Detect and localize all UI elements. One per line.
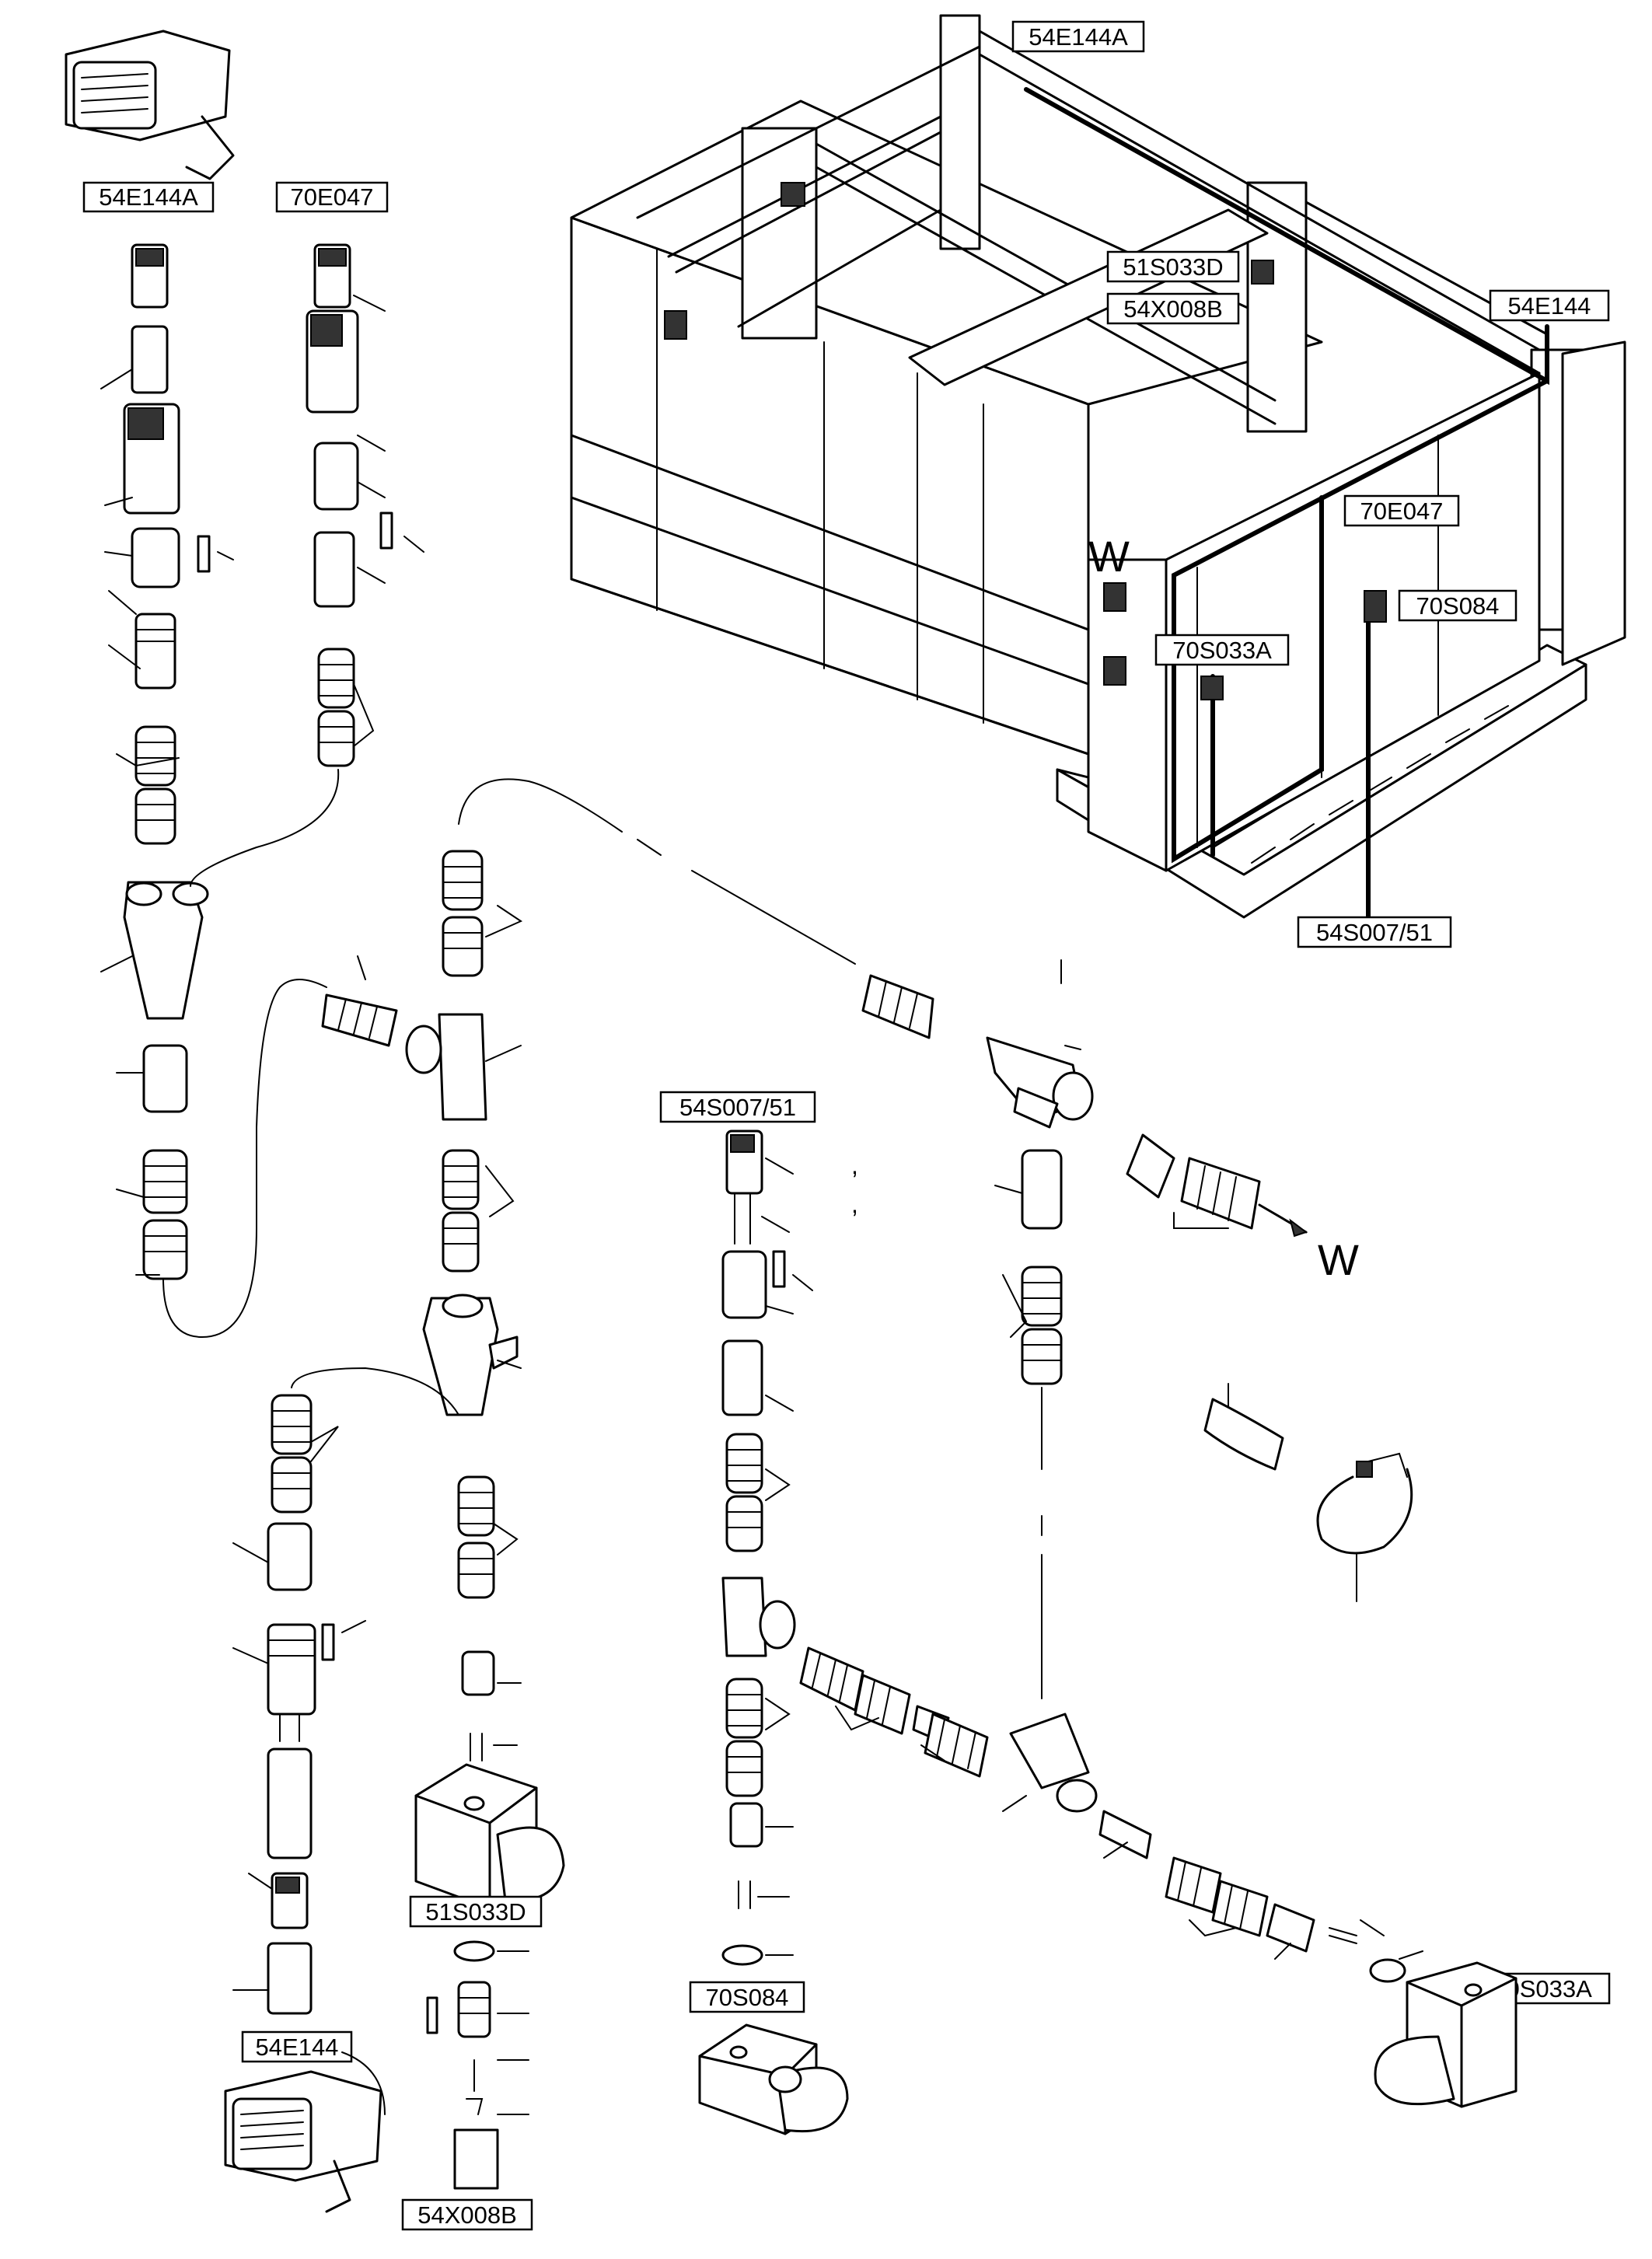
frame-label-54s007: 54S007/51 (1297, 916, 1452, 948)
frame-label-54x008b: 54X008B (1106, 292, 1240, 325)
switch-connector-stack (721, 1130, 796, 1966)
svg-text:54X008B: 54X008B (1123, 295, 1223, 323)
lamp-bottom-icon (224, 2051, 386, 2213)
svg-text:54E144A: 54E144A (1029, 23, 1128, 51)
label-54e144-bottom: 54E144 (241, 2030, 353, 2063)
svg-text:70S084: 70S084 (1416, 592, 1500, 620)
frame-label-70s084: 70S084 (1398, 589, 1518, 622)
w-arrow-marker: W (1318, 1235, 1359, 1284)
frame-w-marker: W (1088, 532, 1130, 581)
comma-marker-1: , (851, 1151, 858, 1179)
switch-box-70s084-icon (698, 2023, 849, 2135)
frame-label-51s033d: 51S033D (1106, 250, 1240, 283)
label-70e047-top: 70E047 (275, 181, 389, 213)
svg-text:70E047: 70E047 (291, 183, 374, 211)
label-51s033d-bottom: 51S033D (409, 1895, 543, 1928)
switch-box-70s033a-icon (1374, 1961, 1518, 2108)
right-branch-connectors (861, 974, 1261, 1385)
lamp-top-icon (65, 30, 235, 180)
machine-frame (570, 14, 1626, 920)
lower-diagonal-connectors (799, 1646, 1406, 1983)
switch-box-51s033d-icon (414, 1763, 565, 1910)
frame-label-54e144: 54E144 (1489, 289, 1610, 322)
svg-text:54S007/51: 54S007/51 (1316, 919, 1433, 946)
sensor-connector-stack (306, 243, 359, 767)
svg-text:54X008B: 54X008B (417, 2201, 517, 2229)
svg-text:51S033D: 51S033D (1123, 253, 1223, 281)
hose-clamp-icon (1316, 1452, 1413, 1555)
left-connector-stack (123, 243, 209, 1280)
frame-label-54e144a: 54E144A (1011, 20, 1145, 53)
label-70s084-bottom: 70S084 (689, 1981, 805, 2013)
svg-text:54E144: 54E144 (256, 2034, 339, 2061)
svg-text:51S033D: 51S033D (425, 1898, 526, 1926)
frame-label-70s033a: 70S033A (1154, 634, 1290, 666)
svg-text:70E047: 70E047 (1360, 498, 1444, 525)
svg-text:54E144: 54E144 (1508, 292, 1591, 319)
label-54s007-mid: 54S007/51 (659, 1091, 816, 1123)
frame-label-70e047: 70E047 (1343, 494, 1460, 527)
lower-left-connector-stack (267, 1367, 459, 2015)
svg-text:54E144A: 54E144A (99, 183, 198, 211)
middle-connector-stack (321, 850, 519, 1761)
svg-text:54S007/51: 54S007/51 (679, 1094, 796, 1121)
label-54x008b-bottom: 54X008B (401, 2198, 533, 2231)
comma-marker-2: , (851, 1190, 858, 1218)
label-54e144a-top: 54E144A (82, 181, 215, 213)
svg-text:70S084: 70S084 (706, 1984, 789, 2011)
svg-text:70S033A: 70S033A (1172, 637, 1272, 664)
